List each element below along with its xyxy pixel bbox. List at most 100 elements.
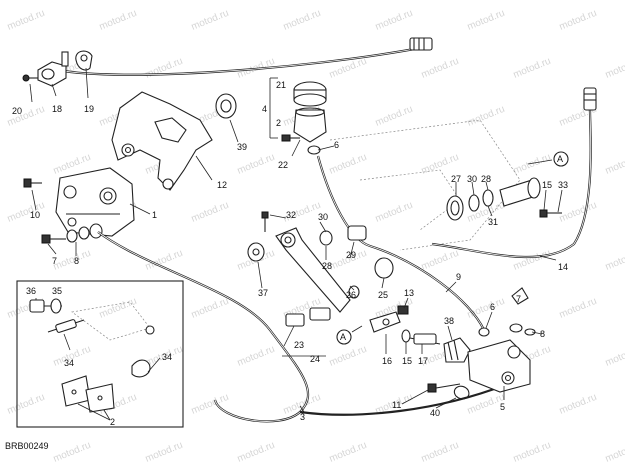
boot-38	[443, 337, 471, 363]
part-label-20: 20	[12, 106, 22, 116]
part-label-3: 3	[300, 412, 305, 422]
part-label-24: 24	[310, 354, 320, 364]
watermark-text: motod.ru	[604, 440, 625, 465]
diagram-code: BRB00249	[5, 441, 49, 451]
watermark-text: motod.ru	[466, 104, 507, 129]
part-label-25: 25	[378, 290, 388, 300]
bolt-11	[427, 383, 461, 393]
watermark-text: motod.ru	[328, 152, 369, 177]
part-label-22: 22	[278, 160, 288, 170]
part-label-26: 26	[346, 290, 356, 300]
marker-a-text-right: A	[557, 154, 563, 164]
watermark-text: motod.ru	[604, 152, 625, 177]
part-label-1: 1	[152, 210, 157, 220]
pickup-sensor-18	[37, 51, 69, 87]
watermark-text: motod.ru	[98, 296, 139, 321]
part-label-31: 31	[488, 217, 498, 227]
marker-a-text-bottom: A	[340, 332, 346, 342]
part-label-13: 13	[404, 288, 414, 298]
watermark-text: motod.ru	[604, 248, 625, 273]
watermark-text: motod.ru	[236, 440, 277, 465]
screw-20	[22, 74, 38, 82]
rod-clevis-16	[369, 311, 401, 333]
sensor-detail-inset	[16, 280, 184, 428]
watermark-text: motod.ru	[236, 152, 277, 177]
part-label-30-right: 30	[467, 174, 477, 184]
part-label-33: 33	[558, 180, 568, 190]
part-label-19: 19	[84, 104, 94, 114]
pivot-bushings	[319, 225, 394, 299]
watermark-text: motod.ru	[604, 56, 625, 81]
watermark-text: motod.ru	[466, 296, 507, 321]
watermark-text: motod.ru	[282, 8, 323, 33]
bracket-19	[75, 50, 93, 71]
watermark-text: motod.ru	[190, 8, 231, 33]
brake-caliper-1	[55, 167, 135, 237]
fitting-6-8	[478, 287, 536, 337]
reservoir-kit-4	[269, 77, 327, 143]
watermark-text: motod.ru	[328, 344, 369, 369]
caliper-bracket-12	[111, 91, 213, 191]
part-label-17: 17	[418, 356, 428, 366]
part-label-11: 11	[392, 400, 401, 410]
part-label-34-right: 34	[162, 352, 172, 362]
watermark-text: motod.ru	[512, 56, 553, 81]
rear-speed-cable	[57, 37, 433, 76]
washer-37	[247, 242, 265, 262]
part-label-2-reservoir: 2	[276, 118, 281, 128]
part-label-15-right: 15	[542, 180, 552, 190]
part-label-28-right: 28	[481, 174, 491, 184]
part-label-23: 23	[294, 340, 304, 350]
watermark-text: motod.ru	[98, 8, 139, 33]
part-label-40: 40	[430, 408, 440, 418]
watermark-text: motod.ru	[466, 8, 507, 33]
part-label-34-left: 34	[64, 358, 74, 368]
part-label-15-bottom: 15	[402, 356, 412, 366]
brake-pedal-23	[275, 227, 351, 327]
part-label-38: 38	[444, 316, 454, 326]
watermark-text: motod.ru	[512, 152, 553, 177]
part-label-21: 21	[276, 80, 286, 90]
watermark-text: motod.ru	[52, 440, 93, 465]
watermark-text: motod.ru	[558, 8, 599, 33]
part-label-6-top: 6	[334, 140, 339, 150]
master-cylinder-5	[467, 339, 531, 393]
part-label-37: 37	[258, 288, 268, 298]
part-label-4: 4	[262, 104, 267, 114]
watermark-text: motod.ru	[420, 440, 461, 465]
watermark-text: motod.ru	[374, 104, 415, 129]
connector-marker-a-right: A	[527, 151, 569, 167]
watermark-text: motod.ru	[374, 8, 415, 33]
speedo-drive-assembly	[446, 177, 562, 221]
watermark-text: motod.ru	[558, 296, 599, 321]
bolt-32	[261, 211, 269, 232]
watermark-text: motod.ru	[558, 200, 599, 225]
part-label-32: 32	[286, 210, 296, 220]
part-label-9: 9	[456, 272, 461, 282]
clamp-6-top	[307, 145, 321, 155]
leader-lines	[29, 67, 563, 421]
watermark-text: motod.ru	[6, 392, 47, 417]
watermark-text: motod.ru	[144, 56, 185, 81]
clip-40	[453, 385, 470, 400]
part-label-16: 16	[382, 356, 392, 366]
part-label-27: 27	[451, 174, 461, 184]
watermark-text: motod.ru	[190, 200, 231, 225]
part-label-2-inset: 2	[110, 417, 115, 427]
connector-marker-a-bottom: A	[336, 325, 363, 345]
watermark-text: motod.ru	[604, 344, 625, 369]
watermark-text: motod.ru	[374, 200, 415, 225]
part-label-14: 14	[558, 262, 568, 272]
frame-outline	[329, 119, 521, 251]
part-label-29: 29	[346, 250, 356, 260]
part-label-39: 39	[237, 142, 247, 152]
watermark-text: motod.ru	[512, 248, 553, 273]
spacer-39	[215, 93, 237, 119]
part-label-10: 10	[30, 210, 40, 220]
bolt-13	[397, 305, 409, 315]
part-label-36: 36	[26, 286, 36, 296]
watermark-text: motod.ru	[420, 248, 461, 273]
part-label-7: 7	[52, 256, 57, 266]
